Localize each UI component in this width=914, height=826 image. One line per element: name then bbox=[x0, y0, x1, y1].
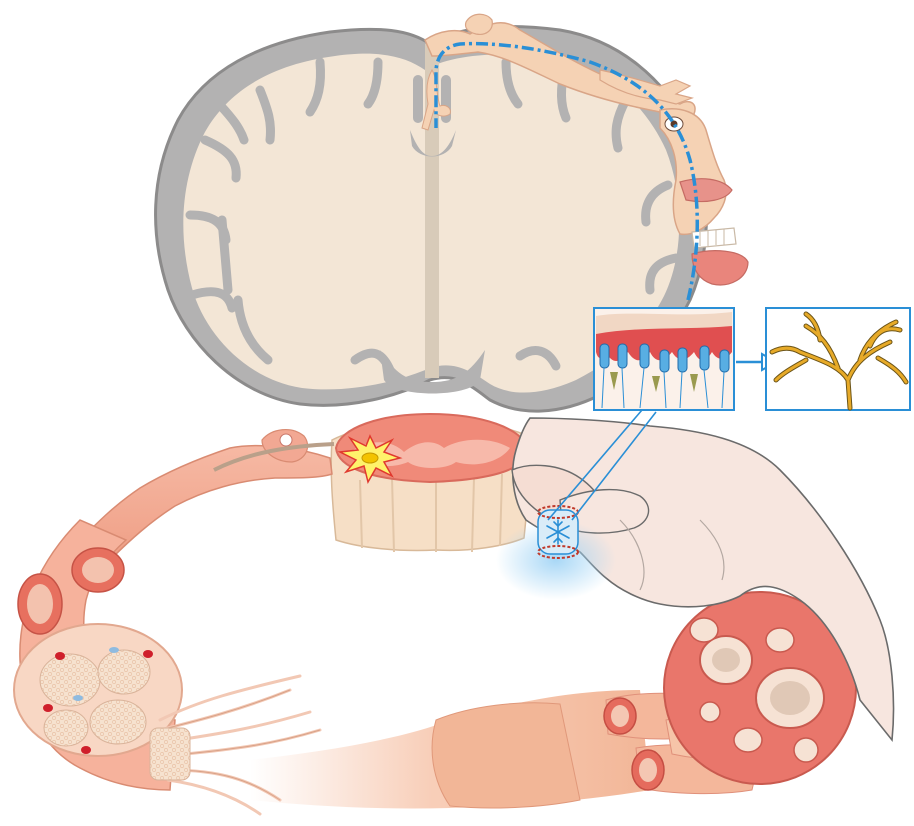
bundle-b bbox=[98, 650, 150, 694]
muscle-fiber-5 bbox=[734, 728, 762, 752]
blood-vessel-4 bbox=[81, 746, 91, 754]
homunculus-head bbox=[465, 14, 492, 34]
ganglion-nucleus bbox=[280, 434, 292, 446]
fascicle-1-core bbox=[82, 557, 114, 583]
muscle-fiber-1-core bbox=[712, 648, 740, 672]
homunculus-tongue bbox=[692, 251, 748, 285]
neuron-cell-body bbox=[362, 453, 378, 463]
skin-receptor-inset bbox=[594, 308, 776, 410]
muscle-cylinder bbox=[432, 703, 580, 808]
spinal-cord bbox=[331, 414, 529, 552]
vein-2 bbox=[73, 695, 83, 701]
bundle-c bbox=[90, 700, 146, 744]
blood-vessel-2 bbox=[143, 650, 153, 658]
fiber-bundle-end bbox=[150, 728, 190, 780]
muscle-fiber-2-core bbox=[770, 681, 810, 715]
blood-vessel-1 bbox=[55, 652, 65, 660]
fascicle-2-core bbox=[27, 584, 53, 624]
vein-1 bbox=[109, 647, 119, 653]
muscle-fiber-3 bbox=[690, 618, 718, 642]
muscle-fiber-7 bbox=[700, 702, 720, 722]
muscle-fiber-6 bbox=[794, 738, 818, 762]
nerve-ending-inset bbox=[766, 308, 910, 410]
cold-object bbox=[538, 506, 578, 558]
blood-vessel-3 bbox=[43, 704, 53, 712]
bundle-d bbox=[44, 710, 88, 746]
bundle-a bbox=[40, 654, 100, 706]
muscle-fiber-4 bbox=[766, 628, 794, 652]
